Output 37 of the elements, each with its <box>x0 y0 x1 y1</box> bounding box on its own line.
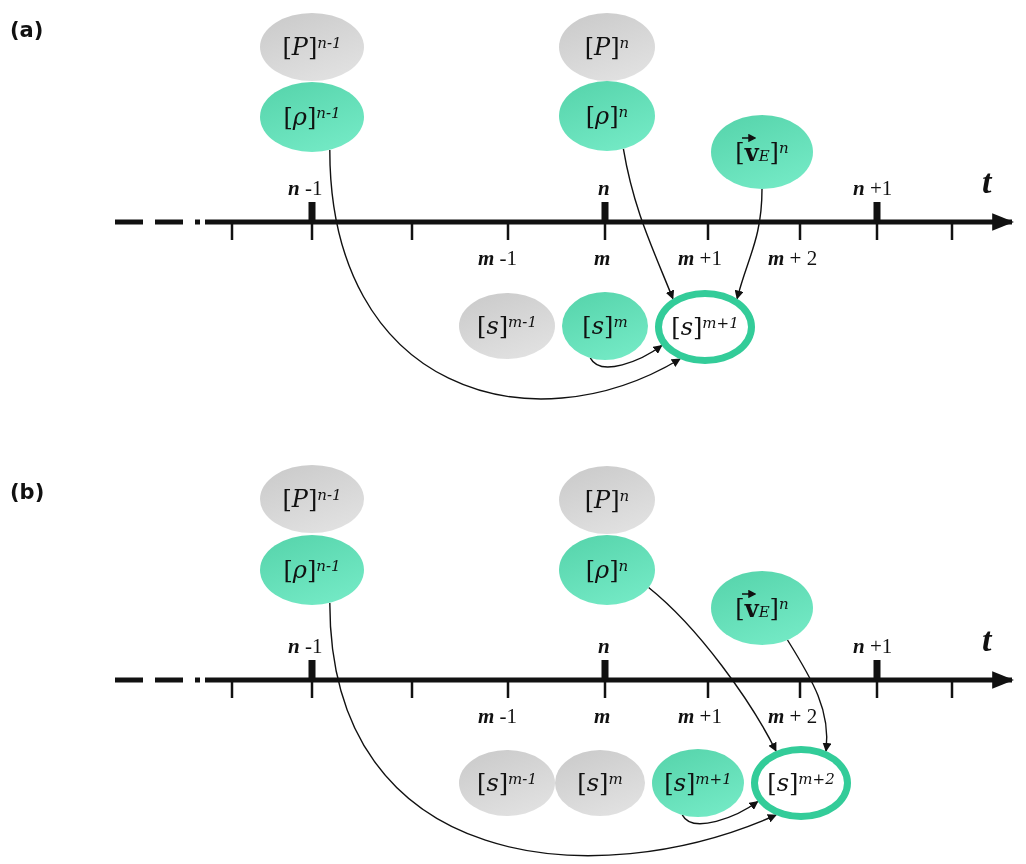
variable-ellipse: [s]$^{m}$ <box>562 292 648 360</box>
arrow <box>329 149 681 399</box>
tick-label: m <box>594 246 611 271</box>
tick-label: m +1 <box>678 704 722 729</box>
tick-label: n +1 <box>853 634 893 659</box>
panel-label: (a) <box>10 18 44 42</box>
variable-ellipse: [P]$^{n-1}$ <box>260 465 364 533</box>
variable-ellipse: [P]$^{n}$ <box>559 13 655 81</box>
tick-label: m + 2 <box>768 246 818 271</box>
tick-label: n -1 <box>288 176 323 201</box>
arrow <box>589 344 663 368</box>
tick-label: m -1 <box>478 704 518 729</box>
tick-label: n <box>598 634 610 659</box>
tick-label: m +1 <box>678 246 722 271</box>
variable-ellipse: [s]$^{m-1}$ <box>459 750 555 816</box>
tick-label: m <box>594 704 611 729</box>
variable-ellipse: [s]$^{m-1}$ <box>459 293 555 359</box>
variable-ellipse: [ρ]$^{n}$ <box>559 535 655 605</box>
axis-title: t <box>982 621 992 659</box>
state-ring: [s]$^{m+1}$ <box>655 290 755 364</box>
panel-label: (b) <box>10 480 45 504</box>
state-ring: [s]$^{m+2}$ <box>751 746 851 820</box>
arrow <box>329 602 777 857</box>
tick-label: n <box>598 176 610 201</box>
variable-ellipse: [s]$^{m}$ <box>555 750 645 816</box>
variable-ellipse: [ρ]$^{n}$ <box>559 81 655 151</box>
variable-ellipse: [P]$^{n-1}$ <box>260 13 364 81</box>
tick-label: n +1 <box>853 176 893 201</box>
variable-ellipse: [s]$^{m+1}$ <box>652 749 744 817</box>
axis-title: t <box>982 163 992 201</box>
arrow <box>681 800 759 825</box>
tick-label: m + 2 <box>768 704 818 729</box>
variable-ellipse: [ρ]$^{n-1}$ <box>260 535 364 605</box>
tick-label: n -1 <box>288 634 323 659</box>
tick-label: m -1 <box>478 246 518 271</box>
variable-ellipse: [P]$^{n}$ <box>559 466 655 534</box>
variable-ellipse: [ρ]$^{n-1}$ <box>260 82 364 152</box>
